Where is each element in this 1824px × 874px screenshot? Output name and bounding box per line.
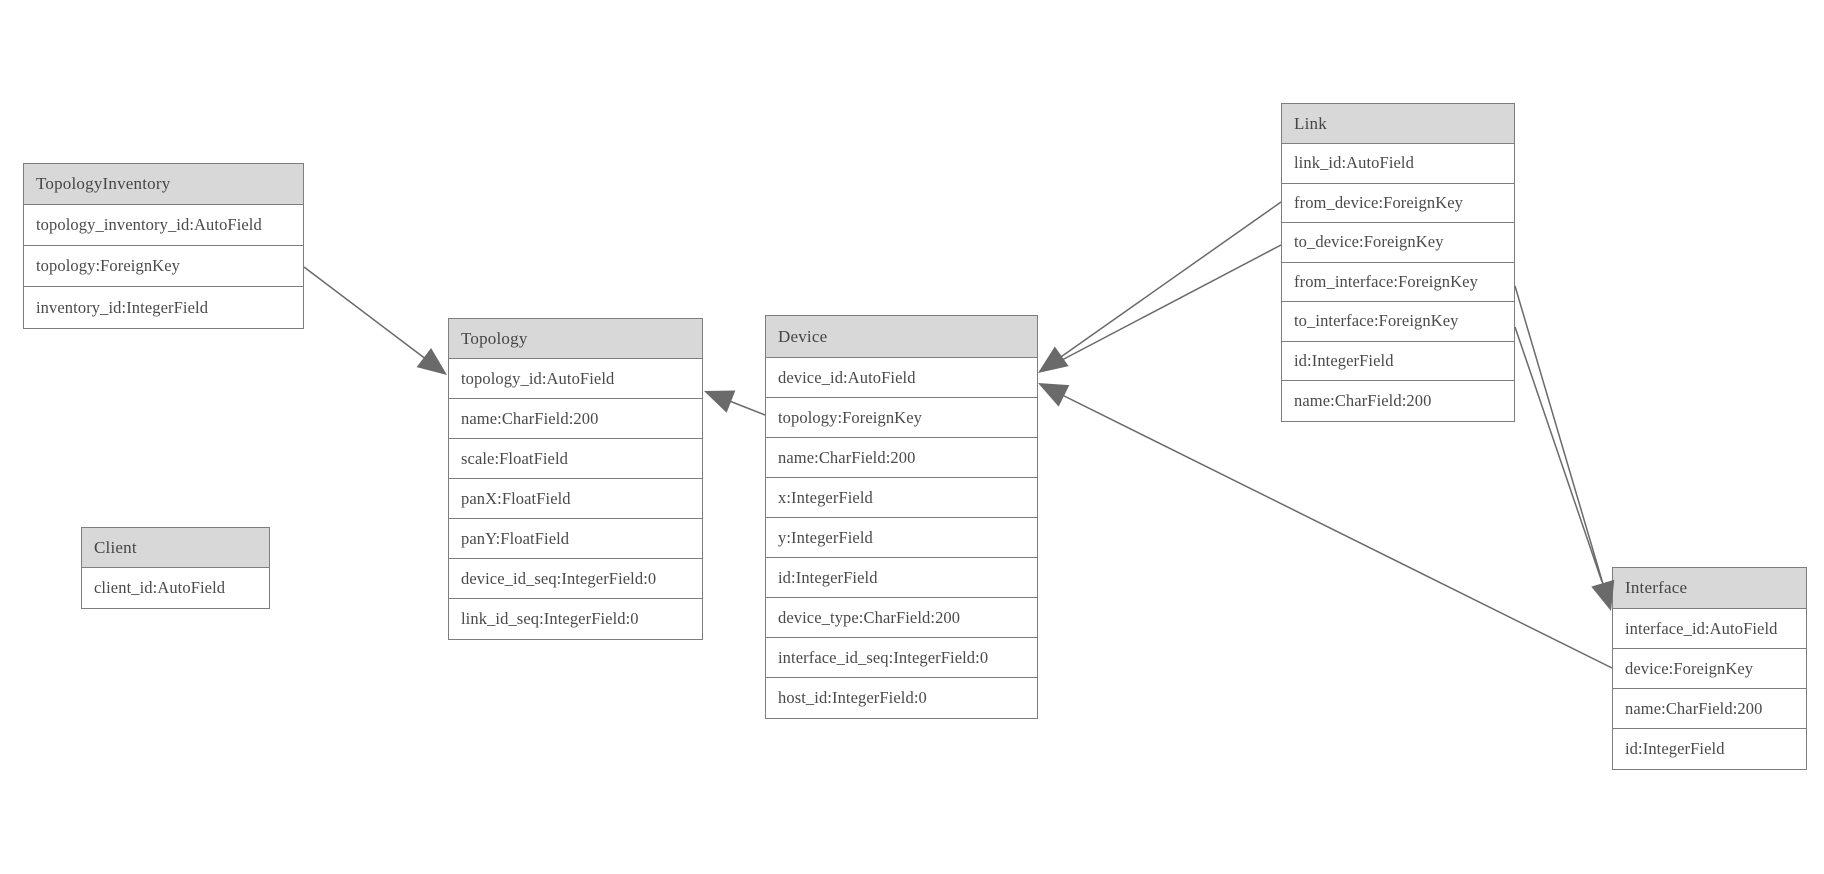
entity-field: name:CharField:200 xyxy=(1294,390,1432,410)
entity-field: scale:FloatField xyxy=(449,439,702,479)
entity-field: client_id:AutoField xyxy=(94,578,226,597)
entity-field: x:IntegerField xyxy=(766,478,1037,518)
entity-field: interface_id:AutoField xyxy=(1613,609,1806,649)
entity-field: link_id:AutoField xyxy=(1282,144,1514,184)
entity-field: device_id_seq:IntegerField:0 xyxy=(449,559,702,599)
entity-field: topology_inventory_id:AutoField xyxy=(24,205,303,246)
entity-field: topology:ForeignKey xyxy=(24,246,303,287)
entity-field: id:IntegerField xyxy=(1625,739,1725,758)
arrowhead-interface-device xyxy=(1038,383,1070,407)
entity-field: device_id:AutoField xyxy=(766,358,1037,398)
entity-title: Topology xyxy=(449,319,702,359)
relationship-topologyinventory-topology xyxy=(303,266,426,360)
arrowhead-device-topology xyxy=(704,390,736,413)
entity-field: from_interface:ForeignKey xyxy=(1282,263,1514,302)
entity-field: inventory_id:IntegerField xyxy=(36,297,209,317)
relationship-interface-device xyxy=(1061,394,1613,669)
entity-field: to_interface:ForeignKey xyxy=(1282,302,1514,342)
entity-field: panX:FloatField xyxy=(449,479,702,519)
entity-title: Device xyxy=(766,316,1037,358)
arrowhead-link-from_device-device xyxy=(1038,346,1069,373)
entity-title: Interface xyxy=(1613,568,1806,609)
entity-field: device:ForeignKey xyxy=(1613,649,1806,689)
entity-field: topology:ForeignKey xyxy=(766,398,1037,438)
relationship-link-from_device-device xyxy=(1059,201,1282,359)
entity-field: panY:FloatField xyxy=(449,519,702,559)
entity-field: to_device:ForeignKey xyxy=(1282,223,1514,263)
entity-field: id:IntegerField xyxy=(1282,342,1514,381)
entity-title: TopologyInventory xyxy=(24,164,303,205)
relationship-device-topology xyxy=(728,400,766,416)
entity-field: from_device:ForeignKey xyxy=(1282,184,1514,223)
entity-field: name:CharField:200 xyxy=(766,438,1037,478)
entity-title: Client xyxy=(82,528,269,568)
entity-field: device_type:CharField:200 xyxy=(766,598,1037,638)
arrowhead-topologyinventory-topology xyxy=(416,347,447,375)
entity-field: id:IntegerField xyxy=(766,558,1037,598)
relationship-link-from_interface-interface xyxy=(1514,285,1605,586)
entity-field: topology_id:AutoField xyxy=(449,359,702,399)
entity-field: link_id_seq:IntegerField:0 xyxy=(461,609,639,628)
relationship-link-to_interface-interface xyxy=(1514,326,1603,583)
relationship-link-to_device-device xyxy=(1061,244,1282,361)
entity-field: y:IntegerField xyxy=(766,518,1037,558)
entity-title: Link xyxy=(1282,104,1514,144)
entity-client[interactable]: Client client_id:AutoField xyxy=(81,527,270,609)
arrowhead-link-from_interface-interface xyxy=(1591,579,1615,611)
entity-field: host_id:IntegerField:0 xyxy=(778,688,927,707)
entity-field: name:CharField:200 xyxy=(1613,689,1806,729)
entity-field: name:CharField:200 xyxy=(449,399,702,439)
entity-field: interface_id_seq:IntegerField:0 xyxy=(766,638,1037,678)
